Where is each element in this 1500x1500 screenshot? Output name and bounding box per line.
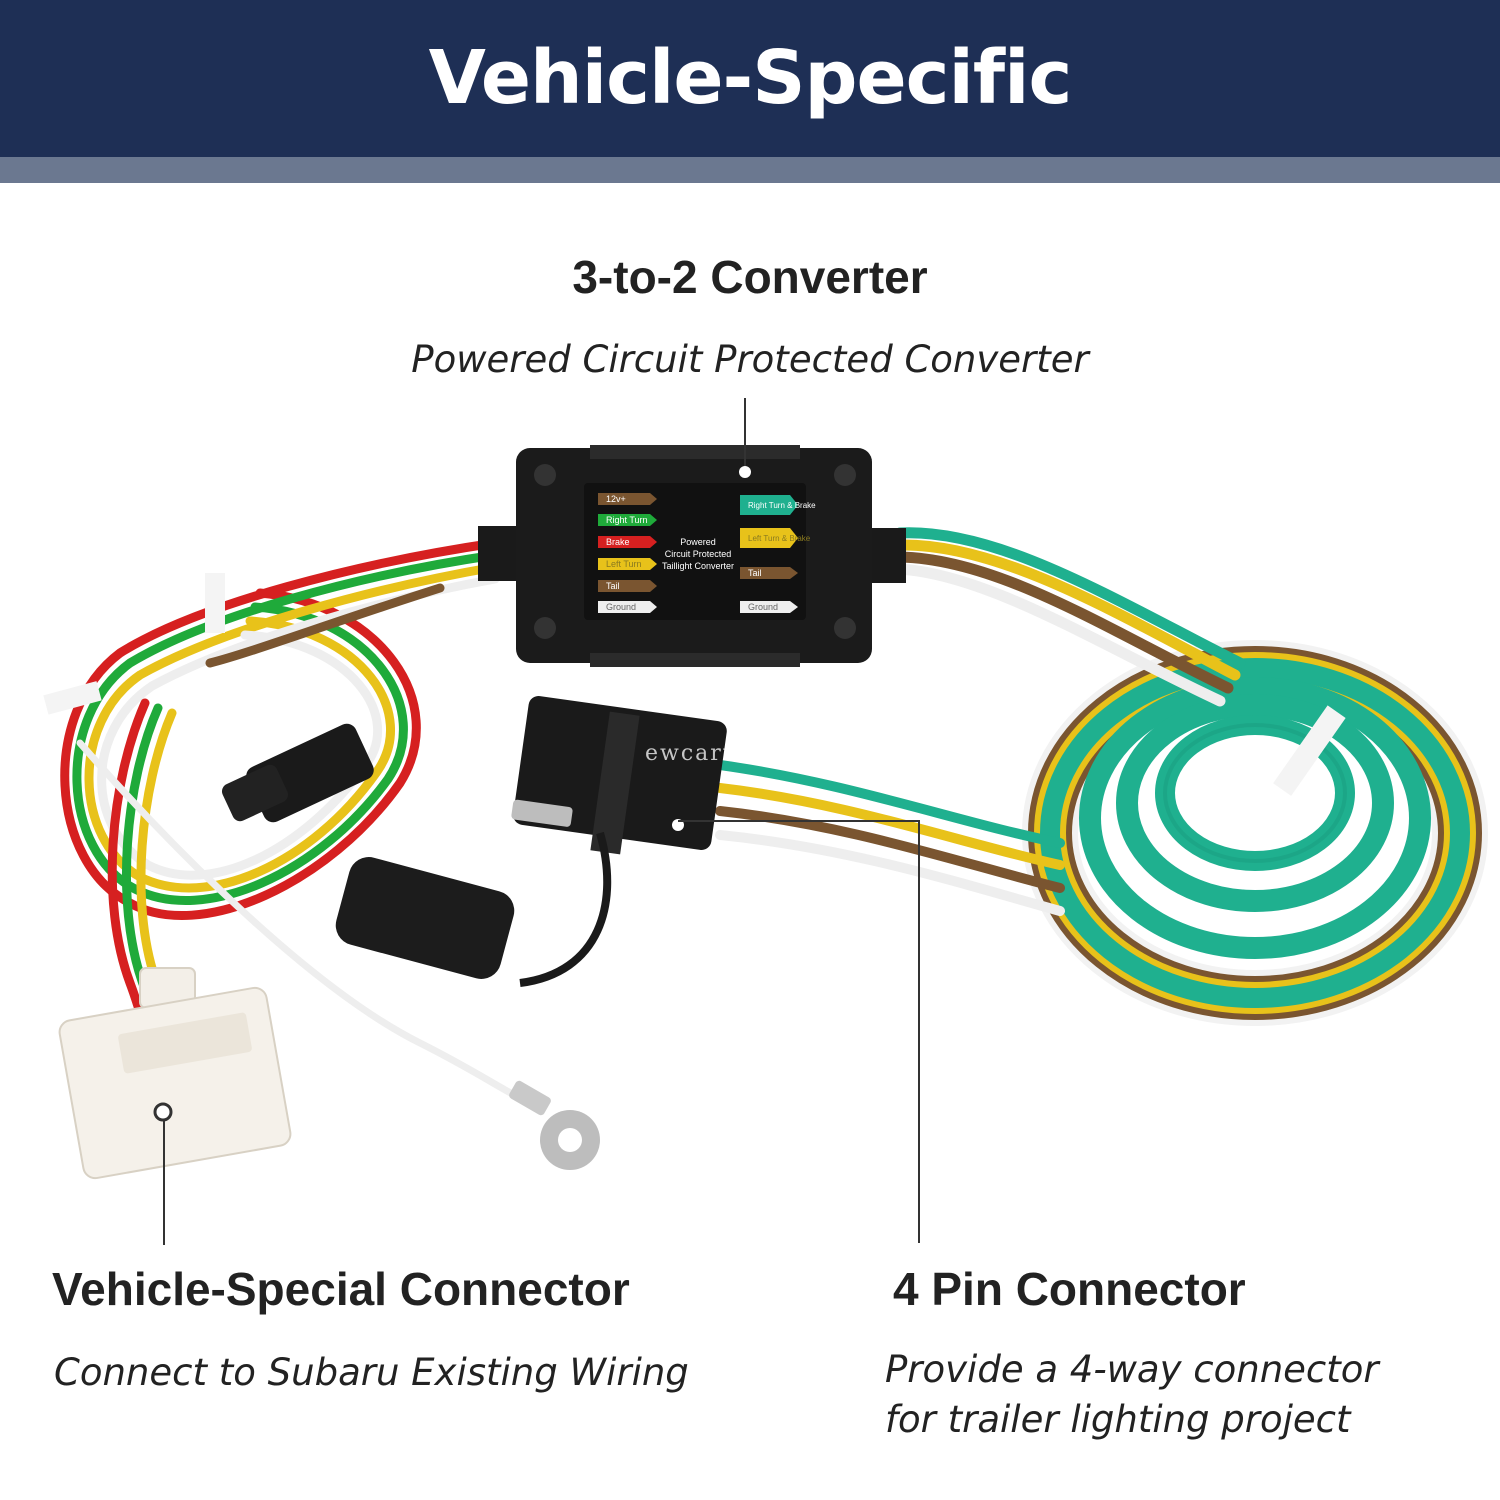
vehicle-connector-title: Vehicle-Special Connector [52, 1263, 630, 1315]
page-title: Vehicle-Specific [428, 35, 1073, 121]
box-center-line-2: Circuit Protected [665, 549, 732, 559]
box-label-tail: Tail [606, 581, 620, 591]
converter-box: 12v+ Right Turn Brake Left Turn Tail Gro… [478, 445, 906, 667]
four-pin-flat-connector [335, 696, 727, 987]
header-stripe [0, 157, 1500, 183]
ring-terminal [509, 1080, 600, 1170]
fuse-holder [221, 723, 374, 823]
converter-subtitle: Powered Circuit Protected Converter [411, 338, 1089, 381]
box-label-tail-out: Tail [748, 568, 762, 578]
box-center-line-1: Powered [680, 537, 716, 547]
vehicle-special-connector [58, 967, 292, 1180]
box-label-left-turn: Left Turn [606, 559, 642, 569]
vehicle-connector-pointer-line [163, 1120, 165, 1245]
four-pin-subtitle-line-2: for trailer lighting project [885, 1398, 1351, 1441]
converter-title: 3-to-2 Converter [572, 251, 928, 303]
box-label-left-turn-brake: Left Turn & Brake [748, 534, 811, 543]
four-pin-subtitle-line-1: Provide a 4-way connector [885, 1348, 1379, 1391]
cable-tie-right [1273, 705, 1346, 796]
four-pin-title: 4 Pin Connector [893, 1263, 1246, 1315]
vehicle-connector-subtitle: Connect to Subaru Existing Wiring [54, 1351, 689, 1394]
header-banner [0, 0, 1500, 157]
coiled-wire-bundle [1022, 640, 1488, 1026]
converter-pointer-line [744, 398, 746, 466]
output-wires [894, 527, 1246, 707]
cable-tie-left-side [43, 681, 102, 715]
box-label-ground-out: Ground [748, 602, 778, 612]
watermark: ewcarwire019 [645, 741, 828, 766]
four-pin-pointer-line [918, 820, 920, 1243]
box-label-ground: Ground [606, 602, 636, 612]
box-label-12v: 12v+ [606, 494, 626, 504]
four-pin-pointer-horizontal [678, 820, 920, 822]
box-center-line-3: Taillight Converter [662, 561, 734, 571]
box-label-right-turn-brake: Right Turn & Brake [748, 501, 816, 510]
box-label-brake: Brake [606, 537, 630, 547]
box-label-right-turn: Right Turn [606, 515, 648, 525]
cable-tie-left-top [205, 573, 225, 633]
four-pin-wires [715, 760, 1065, 916]
wiring-harness-illustration: 12v+ Right Turn Brake Left Turn Tail Gro… [43, 445, 1488, 1180]
